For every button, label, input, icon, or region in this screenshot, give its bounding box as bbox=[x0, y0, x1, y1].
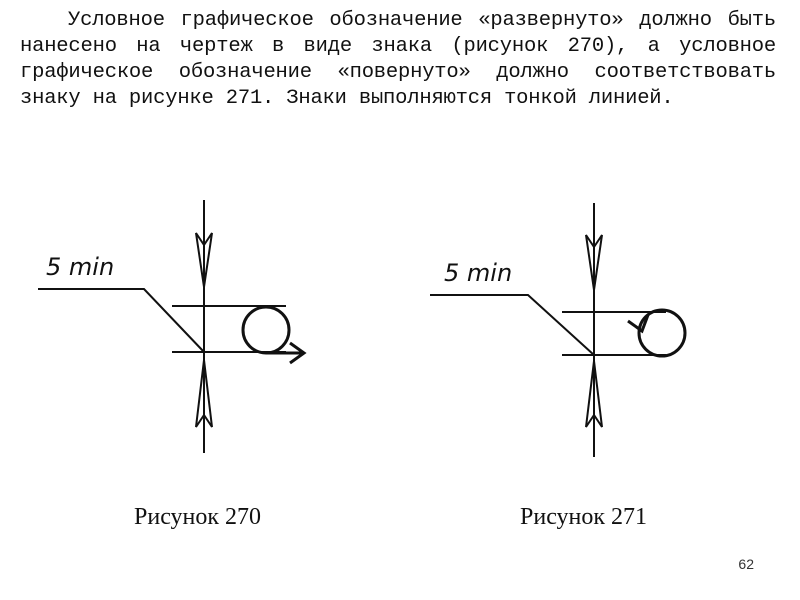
rotated-circle-icon bbox=[637, 308, 687, 358]
page-number: 62 bbox=[738, 556, 754, 572]
arrow-right-icon bbox=[289, 341, 307, 365]
arrow-up-icon bbox=[585, 360, 603, 428]
leader-line bbox=[430, 294, 595, 356]
arrow-down-icon bbox=[195, 232, 213, 288]
figure-271-drawing: 5 min bbox=[430, 203, 687, 457]
unfolded-circle-icon bbox=[241, 305, 291, 355]
arrow-down-icon bbox=[585, 234, 603, 291]
figure-271: 5 min bbox=[410, 195, 740, 465]
dimension-label: 5 min bbox=[46, 253, 114, 281]
rotate-tick-icon bbox=[627, 314, 650, 334]
leader-line bbox=[38, 288, 205, 353]
arrow-up-icon bbox=[195, 359, 213, 428]
figure-270-drawing: 5 min bbox=[38, 200, 307, 453]
figure-270-caption: Рисунок 270 bbox=[134, 504, 262, 530]
dimension-label: 5 min bbox=[444, 259, 512, 287]
figure-271-caption: Рисунок 271 bbox=[520, 504, 648, 530]
figure-270: 5 min bbox=[20, 195, 350, 465]
body-paragraph: Условное графическое обозначение «развер… bbox=[20, 9, 776, 110]
